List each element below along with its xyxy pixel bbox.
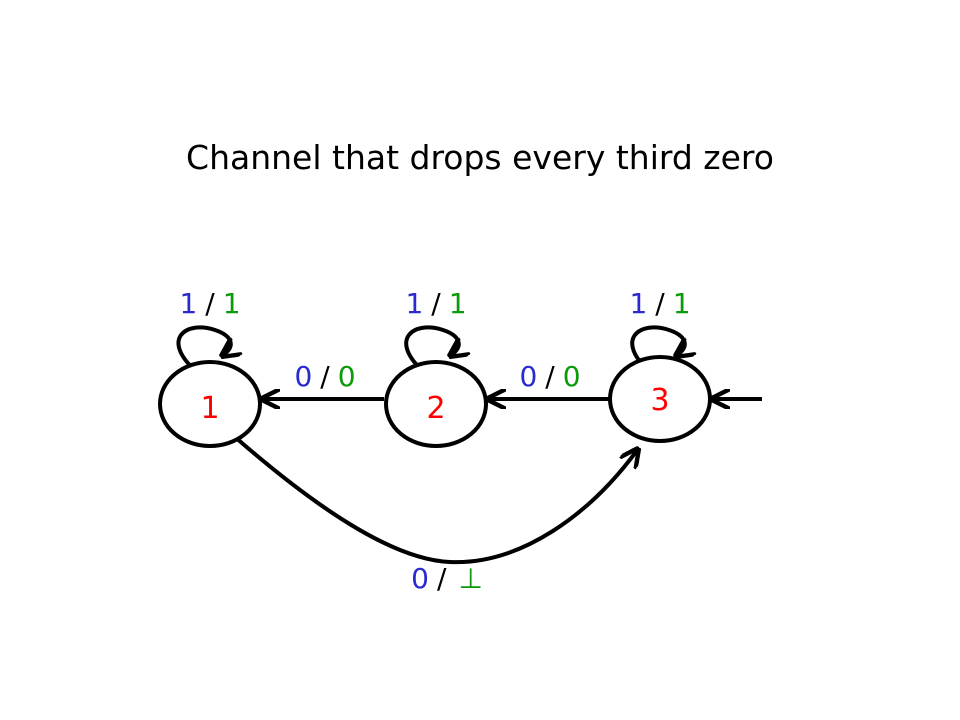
state-1: 1 [158,360,262,448]
edge-1-to-3-label: 0/⊥ [411,562,483,595]
edge-1-to-3 [233,435,638,565]
self-loop-2 [404,325,459,374]
state-3-label: 3 [650,383,669,418]
state-2: 2 [384,360,488,448]
state-2-label: 2 [426,391,445,426]
state-3-circle [608,355,712,443]
state-2-circle [384,360,488,448]
state-1-label: 1 [200,391,219,426]
self-loop-3 [630,325,685,374]
edge-3-to-2-label: 0/0 [519,360,580,393]
self-loop-1 [176,325,230,374]
self-loop-1-label: 1/1 [179,287,240,320]
edge-2-to-1-label: 0/0 [294,360,355,393]
diagram-title: Channel that drops every third zero [186,138,774,177]
self-loop-2-label: 1/1 [405,287,466,320]
state-3: 3 [608,355,712,443]
self-loop-3-label: 1/1 [629,287,690,320]
state-1-circle [158,360,262,448]
